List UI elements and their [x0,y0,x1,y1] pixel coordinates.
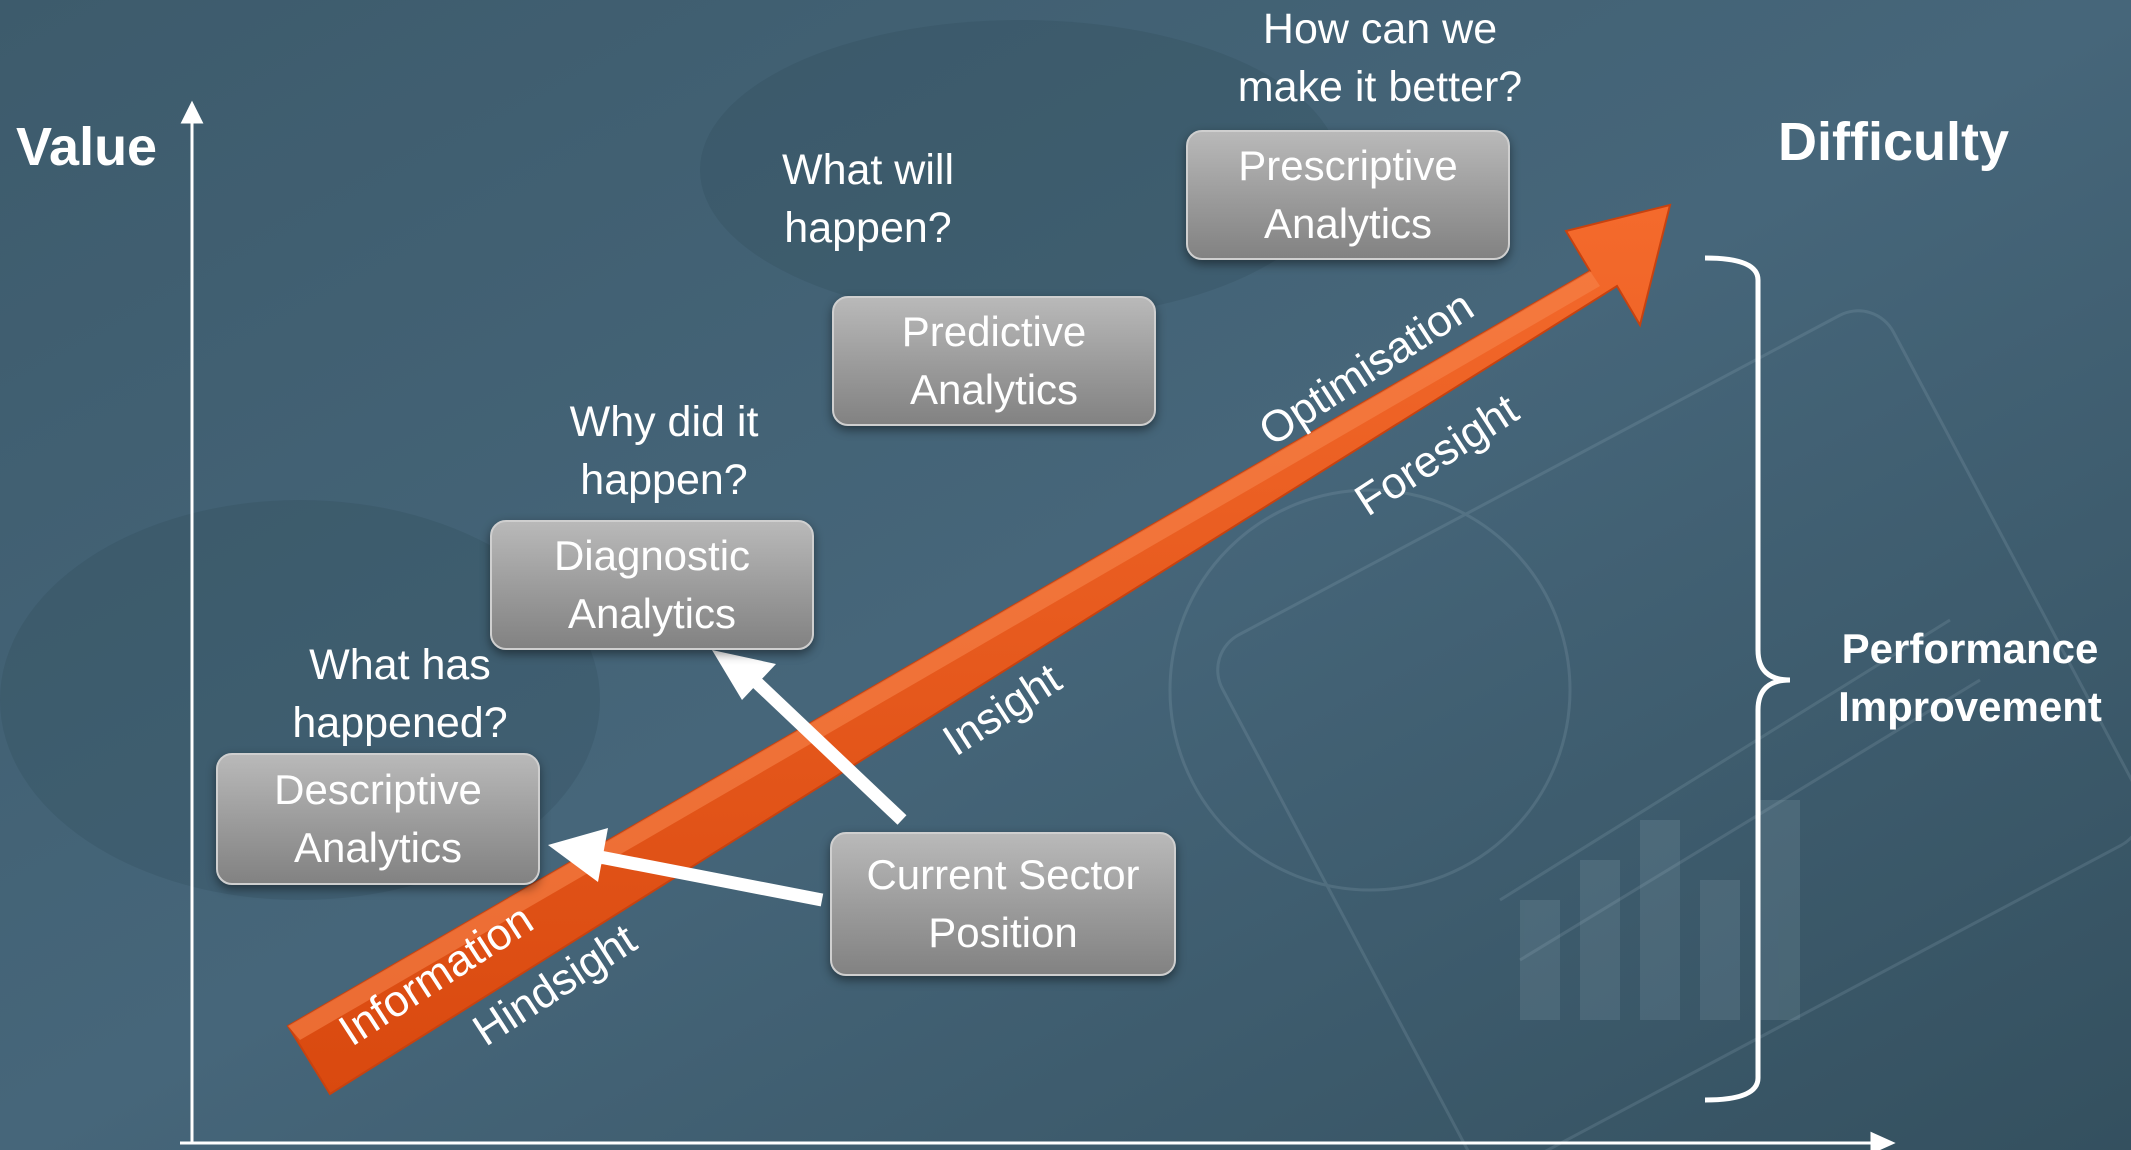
stage-descriptive[interactable]: Descriptive Analytics [216,753,540,885]
current-sector-position[interactable]: Current Sector Position [830,832,1176,976]
performance-improvement-label: Performance Improvement [1838,625,2102,730]
pointer-arrow-diagnostic [712,650,907,825]
question-descriptive: What has happened? [292,641,508,747]
background-decoration [1168,309,2131,1150]
pointer-arrow-descriptive [548,828,824,907]
stage-predictive[interactable]: Predictive Analytics [832,296,1156,426]
current-sector-position-label: Current Sector Position [866,851,1140,956]
stage-prescriptive-label: Prescriptive Analytics [1238,142,1458,247]
stage-prescriptive[interactable]: Prescriptive Analytics [1186,130,1510,260]
question-prescriptive: How can we make it better? [1237,5,1523,111]
x-axis [180,1131,1896,1150]
question-predictive: What will happen? [781,146,955,252]
stage-predictive-label: Predictive Analytics [901,308,1087,413]
performance-bracket [1704,255,1791,1103]
question-diagnostic: Why did it happen? [569,398,759,504]
stage-descriptive-label: Descriptive Analytics [274,766,482,871]
stage-diagnostic-label: Diagnostic Analytics [553,532,751,637]
background-bars [1520,800,1800,1020]
stage-diagnostic[interactable]: Diagnostic Analytics [490,520,814,650]
progress-arrow [286,203,1672,1096]
y-axis [180,100,204,1143]
y-axis-label: Value [16,117,158,177]
x-axis-label: Difficulty [1778,112,2010,172]
